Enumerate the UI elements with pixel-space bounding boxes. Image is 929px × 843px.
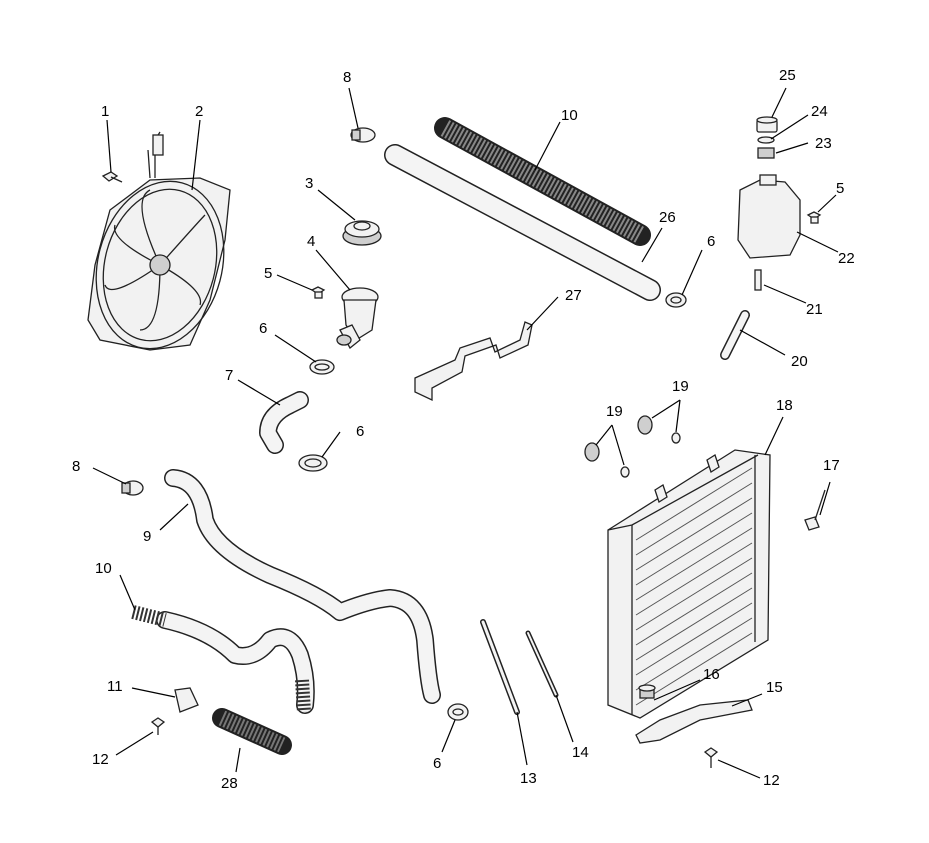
callout-5-right: 5 [836, 180, 844, 197]
callout-6-mid: 6 [356, 423, 364, 440]
callout-7: 7 [225, 367, 233, 384]
callout-5-left: 5 [264, 265, 272, 282]
hose-10-lower [131, 605, 315, 714]
rod-14 [525, 630, 559, 698]
callout-12-right: 12 [763, 772, 780, 789]
callout-10-top: 10 [561, 107, 578, 124]
callout-20: 20 [791, 353, 808, 370]
fitting-21 [754, 269, 762, 291]
callout-22: 22 [838, 250, 855, 267]
callout-16: 16 [703, 666, 720, 683]
reservoir-22 [737, 174, 801, 259]
bracket-27 [414, 321, 533, 402]
callout-26: 26 [659, 209, 676, 226]
clamp-6-upper-left [309, 359, 335, 375]
callout-25: 25 [779, 67, 796, 84]
screw-1 [101, 171, 123, 183]
tube-26 [384, 144, 661, 301]
callout-17: 17 [823, 457, 840, 474]
callout-19-left: 19 [606, 403, 623, 420]
radiator-cap-3 [342, 220, 382, 246]
screw-12-right [703, 747, 719, 768]
callout-6-right: 6 [707, 233, 715, 250]
screw-5-right [806, 211, 822, 224]
bracket-15 [635, 699, 753, 744]
callout-18: 18 [776, 397, 793, 414]
callout-24: 24 [811, 103, 828, 120]
callout-12-left: 12 [92, 751, 109, 768]
hose-20 [720, 310, 750, 360]
sleeve-28 [212, 708, 292, 755]
radiator-18 [607, 449, 771, 719]
callout-11: 11 [107, 678, 123, 695]
callout-8-top: 8 [343, 69, 351, 86]
filler-neck-4 [336, 287, 379, 349]
hose-7 [259, 391, 309, 454]
callout-28: 28 [221, 775, 238, 792]
grommet-16 [638, 684, 656, 699]
rod-13 [480, 619, 520, 715]
callout-labels: 1 2 3 4 5 5 6 6 6 6 7 8 8 9 10 10 11 12 … [72, 67, 855, 792]
screw-5-left [310, 286, 326, 299]
seal-23 [757, 147, 775, 159]
hose-9 [164, 469, 441, 704]
callout-15: 15 [766, 679, 783, 696]
callout-27: 27 [565, 287, 582, 304]
clamp-8-top [350, 127, 376, 143]
callout-8-lower: 8 [72, 458, 80, 475]
callout-2: 2 [195, 103, 203, 120]
clamp-8-lower [121, 480, 144, 496]
callout-19-right: 19 [672, 378, 689, 395]
callout-14: 14 [572, 744, 589, 761]
callout-13: 13 [520, 770, 537, 787]
nut-19-a [637, 415, 681, 444]
clip-11 [174, 687, 199, 713]
nut-19-b [584, 442, 630, 478]
cap-25 [756, 116, 778, 133]
screw-12-left [150, 717, 166, 735]
callout-6-bottom: 6 [433, 755, 441, 772]
leader-lines [92, 87, 839, 779]
callout-6-upper-left: 6 [259, 320, 267, 337]
clamp-6-bottom [447, 703, 469, 721]
washer-24 [757, 136, 775, 144]
clamp-6-right [665, 292, 687, 308]
callout-10-lower: 10 [95, 560, 112, 577]
callout-4: 4 [307, 233, 315, 250]
callout-9: 9 [143, 528, 151, 545]
sleeve-10-top [434, 117, 651, 246]
bolt-17 [804, 489, 826, 531]
callout-3: 3 [305, 175, 313, 192]
callout-23: 23 [815, 135, 832, 152]
fan-assembly [87, 131, 231, 351]
clamp-6-mid [298, 454, 328, 472]
callout-1: 1 [101, 103, 109, 120]
callout-21: 21 [806, 301, 823, 318]
